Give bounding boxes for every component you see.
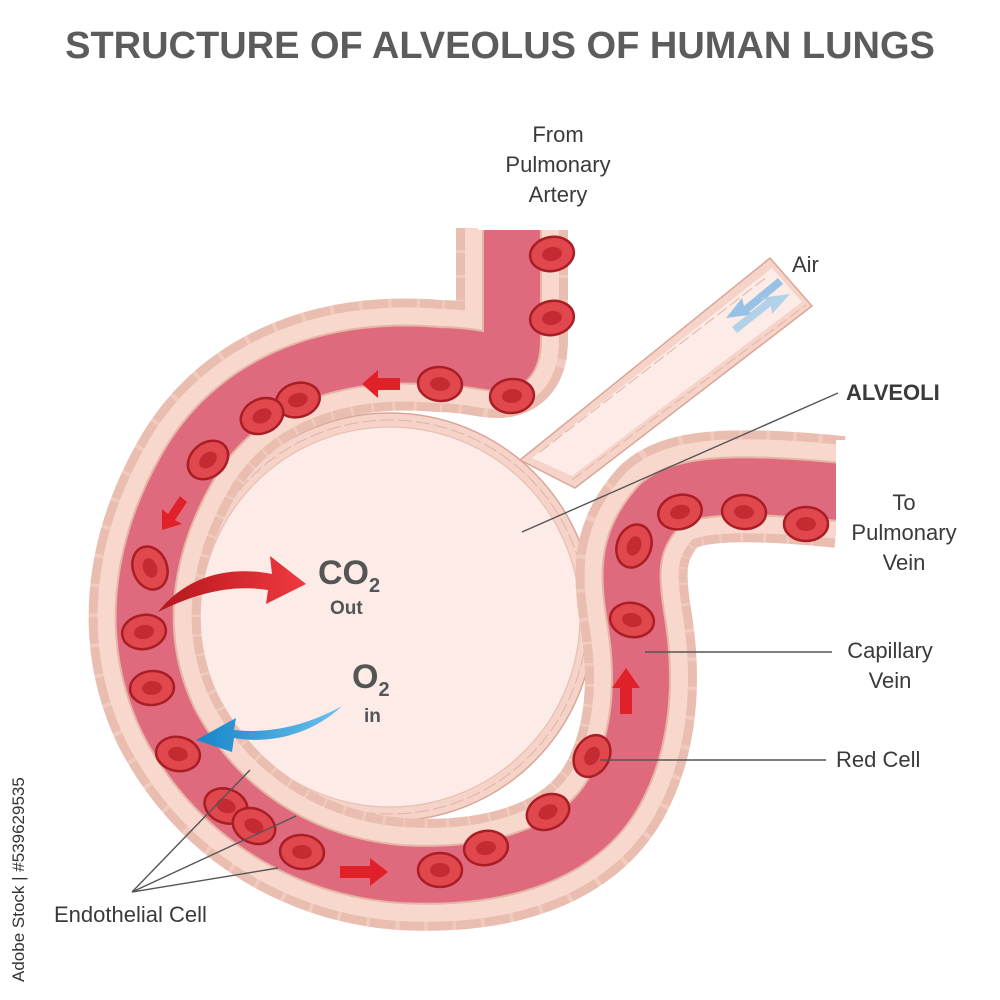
- from-pulmonary-artery-line3: Artery: [529, 182, 588, 207]
- co2-label: CO2: [318, 554, 380, 597]
- red-cell: [128, 669, 176, 707]
- red-cell-label: Red Cell: [836, 747, 920, 772]
- leader-lines: [131, 392, 839, 893]
- to-pulmonary-vein-line3: Vein: [883, 550, 926, 575]
- red-cell: [186, 439, 230, 481]
- page-title: STRUCTURE OF ALVEOLUS OF HUMAN LUNGS: [65, 25, 935, 67]
- o2-label: O2: [352, 658, 390, 701]
- to-pulmonary-vein-line1: To: [892, 490, 915, 515]
- red-cell: [572, 733, 612, 779]
- red-blood-cells: [120, 235, 830, 889]
- red-cell: [154, 735, 202, 773]
- flow-arrow-right: [340, 858, 388, 886]
- capillary-vein-line1: Capillary: [847, 638, 933, 663]
- red-cell: [231, 806, 277, 846]
- to-pulmonary-vein-line2: Pulmonary: [851, 520, 956, 545]
- red-cell: [239, 396, 285, 436]
- o2-in-arrow: [196, 706, 342, 752]
- red-cell: [462, 829, 510, 867]
- red-cell: [278, 833, 326, 871]
- red-cell: [416, 365, 464, 403]
- from-pulmonary-artery-line1: From: [532, 122, 583, 147]
- red-cell: [657, 493, 703, 531]
- red-cell: [488, 377, 536, 415]
- red-cell: [782, 505, 830, 543]
- o2-in-label: in: [364, 706, 381, 727]
- flow-arrow-left: [362, 370, 400, 398]
- endothelial-cell-label: Endothelial Cell: [54, 902, 207, 927]
- flow-arrow-down: [162, 496, 187, 530]
- red-cell: [131, 545, 169, 591]
- red-cell: [120, 613, 168, 651]
- air-label: Air: [792, 252, 819, 277]
- red-cell: [528, 235, 576, 273]
- blood-flow-arrows: [162, 370, 640, 886]
- red-cell: [615, 523, 653, 569]
- from-pulmonary-artery-line2: Pulmonary: [505, 152, 610, 177]
- co2-out-label: Out: [330, 598, 363, 619]
- red-cell: [720, 493, 768, 531]
- red-cell: [608, 601, 656, 639]
- air-flow-arrows: [726, 278, 790, 333]
- flow-arrow-up: [612, 668, 640, 714]
- stock-id: Adobe Stock | #539629535: [9, 777, 28, 982]
- co2-out-arrow: [158, 556, 306, 612]
- red-cell: [525, 792, 571, 832]
- alveoli-label: ALVEOLI: [846, 380, 940, 405]
- alveolar-sac: [185, 256, 814, 822]
- capillary-vein-line2: Vein: [869, 668, 912, 693]
- red-cell: [528, 299, 576, 337]
- red-cell: [416, 851, 464, 889]
